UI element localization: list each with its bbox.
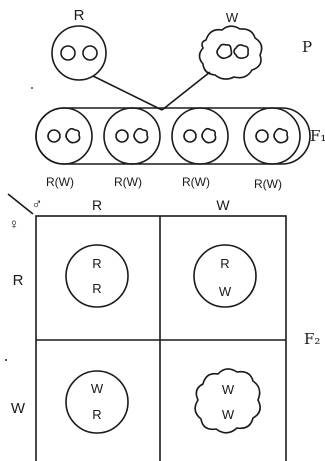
generation-label-f1: F₁ — [310, 127, 325, 145]
parent-wrinkled-seed — [200, 26, 262, 79]
cell-allele-bottom: R — [92, 407, 101, 422]
f1-seed-label: R(W) — [114, 175, 142, 189]
punnett-cell: R W — [194, 245, 256, 307]
offspring-wrinkled-seed — [195, 369, 260, 433]
wrinkled-nucleus-icon — [202, 129, 216, 143]
parent-left-label: R — [74, 7, 85, 24]
round-nucleus-icon — [256, 130, 268, 142]
cell-allele-top: W — [222, 382, 235, 397]
offspring-round-seed — [66, 245, 128, 307]
cell-allele-bottom: W — [222, 407, 235, 422]
punnett-cell: W W — [195, 369, 260, 433]
punnett-cell: R R — [66, 245, 128, 307]
wrinkled-nucleus-icon — [234, 45, 248, 58]
male-symbol: ♂ — [31, 196, 42, 213]
wrinkled-nucleus-icon — [217, 44, 232, 58]
punnett-diagonal — [8, 194, 33, 214]
f1-seed-label: R(W) — [46, 175, 74, 189]
f1-seed-label: R(W) — [254, 177, 282, 191]
col-header: W — [216, 197, 230, 213]
col-header: R — [92, 197, 102, 213]
round-nucleus-icon — [48, 130, 60, 142]
cross-line-right — [162, 72, 210, 110]
female-symbol: ♀ — [8, 216, 19, 233]
cell-allele-bottom: W — [219, 284, 232, 299]
row-header: W — [11, 400, 26, 417]
cell-allele-top: W — [91, 381, 104, 396]
f1-seed-label: R(W) — [182, 175, 210, 189]
round-nucleus-icon — [83, 46, 97, 60]
cell-allele-bottom: R — [92, 281, 101, 296]
wrinkled-nucleus-icon — [274, 129, 288, 143]
cell-allele-top: R — [220, 256, 229, 271]
wrinkled-nucleus-icon — [66, 129, 80, 143]
round-nucleus-icon — [184, 130, 196, 142]
f1-seed — [172, 108, 228, 164]
f1-group-outline — [36, 108, 310, 164]
f1-seed — [104, 108, 160, 164]
parent-right-label: W — [226, 10, 239, 25]
round-nucleus-icon — [116, 130, 128, 142]
cell-allele-top: R — [92, 256, 101, 271]
cross-line-left — [93, 76, 162, 110]
wrinkled-nucleus-icon — [134, 129, 148, 143]
generation-label-p: P — [302, 38, 312, 56]
punnett-grid — [36, 216, 286, 461]
row-header: R — [13, 272, 24, 289]
f1-seed — [36, 108, 92, 164]
generation-label-f2: F₂ — [304, 330, 320, 348]
f1-seed — [244, 108, 300, 164]
parent-round-seed — [52, 26, 106, 80]
round-nucleus-icon — [61, 46, 75, 60]
stray-dot — [5, 359, 7, 361]
punnett-cell: W R — [66, 371, 128, 433]
stray-dot — [31, 87, 33, 89]
